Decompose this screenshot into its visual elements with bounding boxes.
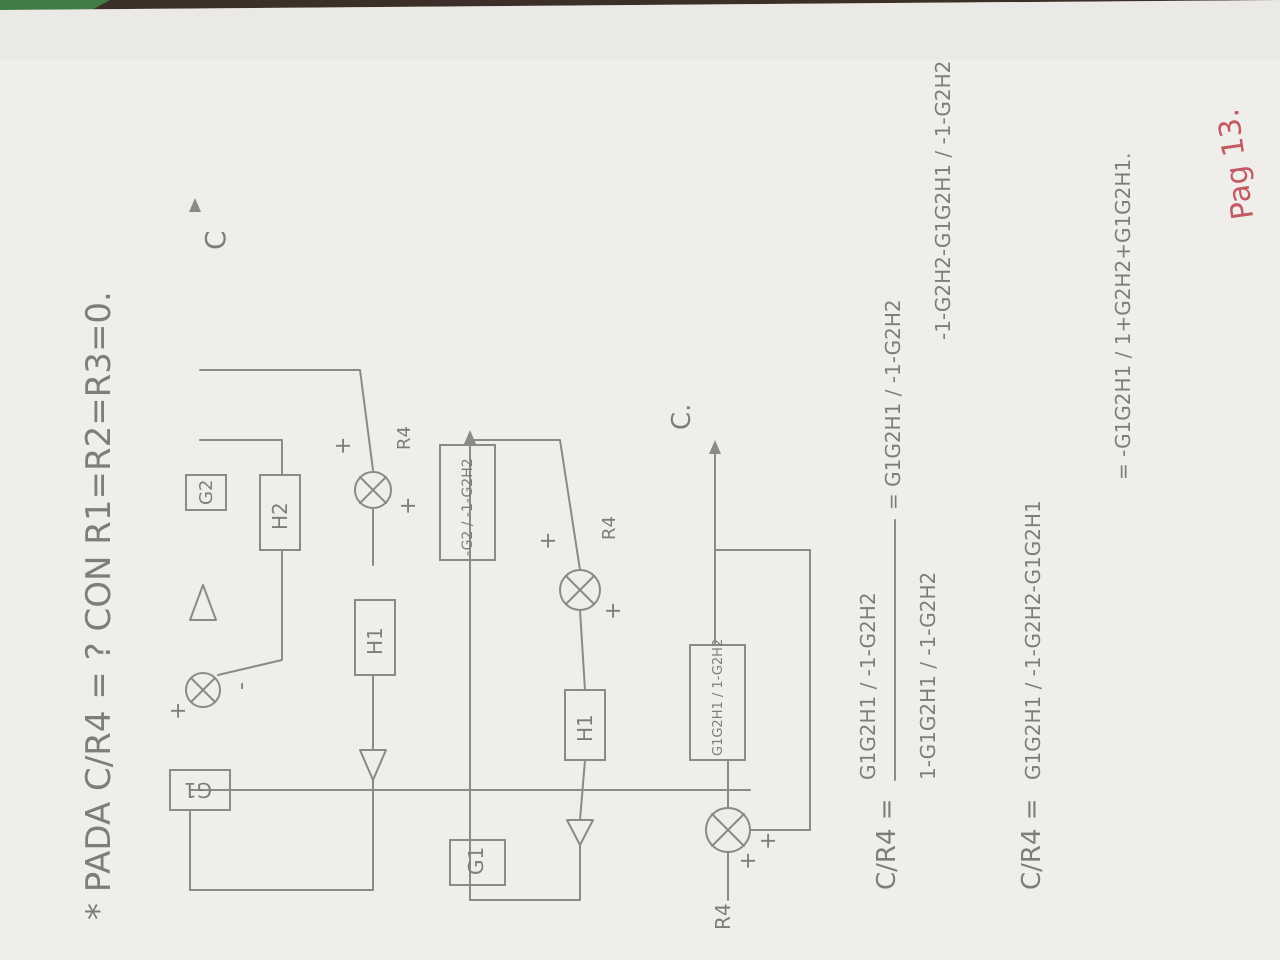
block-h1 [354,599,396,676]
derivation-1-denominator: 1-G1G2H1 / -1-G2H2 [916,572,940,780]
derivation-lines: C/R4 = G1G2H1 / -1-G2H2 1-G1G2H1 / -1-G2… [856,61,1135,890]
sign-plus-top: + [331,437,356,455]
sign-plus: + [166,702,191,720]
derivation-1-numerator: G1G2H1 / -1-G2H2 [856,592,880,780]
block-g1 [169,769,231,811]
sign-minus: - [229,682,254,690]
problem-statement: * PADA C/R4 = ? CON R1=R2=R3=0. [79,291,119,920]
block-h1-diagram2-label: H1 [573,714,597,742]
block-h1-label: H1 [363,627,387,655]
derivation-1-tail: -1-G2H2-G1G2H1 / -1-G2H2 [931,61,955,340]
block-diagram-2: G1 -G2 / -1-G2H2 + + R4 H1 [439,430,626,901]
handwritten-sheet: * PADA C/R4 = ? CON R1=R2=R3=0. Pag 13. … [79,61,1261,930]
derivation-1-middle: = G1G2H1 / -1-G2H2 [881,299,905,510]
derivation-2-fraction: G1G2H1 / -1-G2H2-G1G2H1 [1021,500,1045,780]
input-label-r4: R4 [394,426,415,450]
input-label-r4-diagram2: R4 [599,516,620,540]
block-diagram-3: R4 + + G1G2H1 / 1-G2H2 C. [667,404,811,930]
output-label-c-diagram3: C. [667,404,697,430]
sign-plus-input-diagram3: + [736,852,761,870]
block-h2-label: H2 [268,502,292,530]
block-g2-label: G2 [196,480,217,505]
sign-plus-top-diagram2: + [536,532,561,550]
block-g1-diagram2-label: G1 [464,847,488,875]
derivation-2-result: = -G1G2H1 / 1+G2H2+G1G2H1. [1111,152,1135,480]
summing-junction-1 [185,672,221,708]
block-g1-diagram2 [449,839,506,886]
gain-minus-one-top [189,584,217,621]
sign-plus-left-diagram2: + [601,602,626,620]
block-g2 [185,474,227,511]
block-g1-label: G1 [184,778,212,802]
output-label-c: C [199,230,232,250]
block-g2-expression [439,444,496,561]
sign-plus-feedback-diagram3: + [756,832,781,850]
block-closed-loop-tf-label: G1G2H1 / 1-G2H2 [711,639,726,756]
derivation-1-lhs: C/R4 = [872,798,902,890]
block-diagram-1: C G1 + - G2 H2 + + R4 [166,198,751,891]
sign-plus-left: + [396,497,421,515]
block-closed-loop-tf [689,644,746,761]
derivation-2-lhs: C/R4 = [1017,798,1047,890]
block-g2-expression-label: -G2 / -1-G2H2 [460,458,476,556]
input-label-r4-diagram3: R4 [711,903,735,930]
block-h2 [259,474,301,551]
